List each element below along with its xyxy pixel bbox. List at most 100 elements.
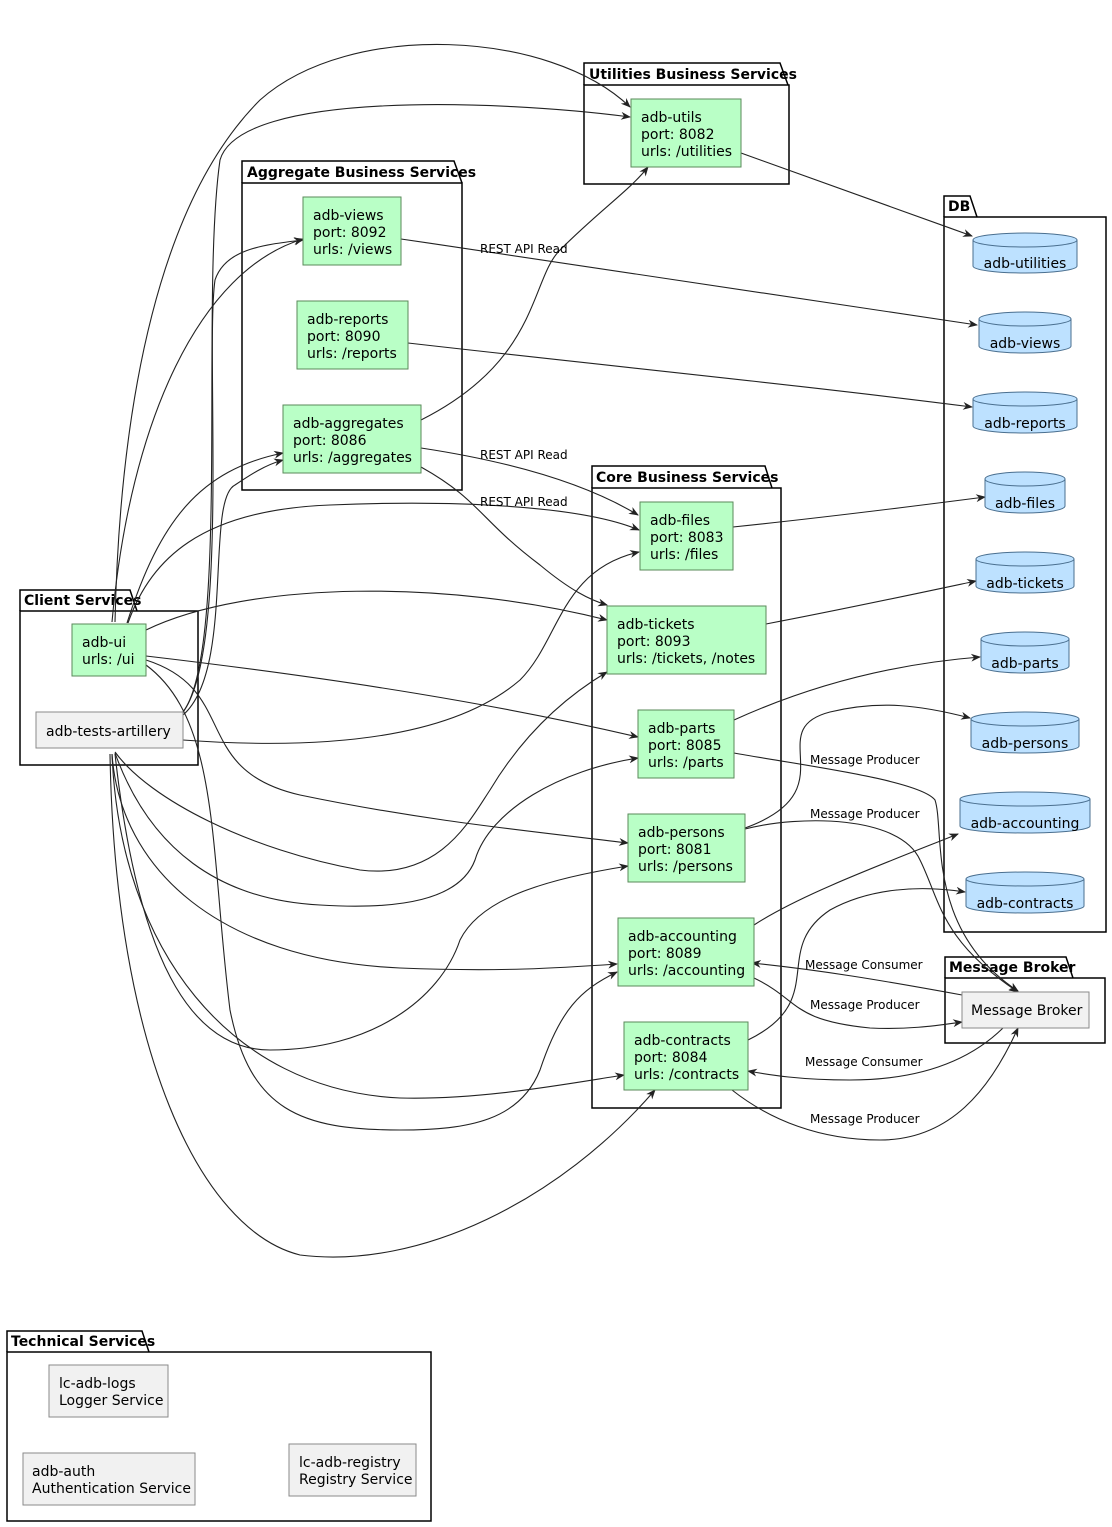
edge-artillery-contracts	[111, 753, 625, 1099]
node-contracts-line-1: adb-contracts	[634, 1033, 731, 1049]
edge-ui-tickets	[145, 590, 608, 631]
edge-persons-broker	[744, 820, 1019, 993]
edge-ui-contracts	[109, 753, 656, 1258]
edge-label-producer-persons: Message Producer	[810, 807, 920, 821]
db-utilities[interactable]: adb-utilities	[972, 232, 1078, 274]
db-reports-label: adb-reports	[984, 416, 1065, 432]
node-ui[interactable]: adb-ui urls: /ui	[71, 623, 147, 677]
node-logs-line-1: lc-adb-logs	[59, 1376, 136, 1392]
node-artillery-line-1: adb-tests-artillery	[46, 724, 171, 740]
edge-tickets-db	[765, 578, 977, 625]
package-core-title: Core Business Services	[596, 470, 778, 486]
edge-parts-broker	[733, 752, 1019, 992]
edge-artillery-views	[182, 237, 304, 713]
edge-parts-db	[733, 653, 981, 721]
db-persons[interactable]: adb-persons	[970, 711, 1080, 754]
node-views-line-3: urls: /views	[313, 242, 392, 258]
node-auth-line-2: Authentication Service	[32, 1481, 191, 1497]
node-reports[interactable]: adb-reports port: 8090 urls: /reports	[296, 300, 409, 370]
db-accounting[interactable]: adb-accounting	[959, 791, 1091, 834]
node-utils-line-3: urls: /utilities	[641, 144, 732, 160]
db-files-label: adb-files	[995, 496, 1055, 512]
db-contracts[interactable]: adb-contracts	[965, 871, 1085, 914]
node-registry[interactable]: lc-adb-registry Registry Service	[288, 1443, 417, 1497]
node-accounting[interactable]: adb-accounting port: 8089 urls: /account…	[617, 917, 755, 987]
node-persons[interactable]: adb-persons port: 8081 urls: /persons	[627, 813, 746, 883]
node-files-line-3: urls: /files	[650, 547, 718, 563]
package-technical-title: Technical Services	[11, 1334, 155, 1350]
edge-views-db	[400, 238, 978, 328]
edge-files-db	[732, 494, 986, 528]
edge-artillery-files	[182, 550, 640, 744]
edge-accounting-db	[753, 833, 959, 926]
node-broker[interactable]: Message Broker	[961, 991, 1090, 1029]
node-utils[interactable]: adb-utils port: 8082 urls: /utilities	[630, 98, 742, 168]
node-aggregates-line-1: adb-aggregates	[293, 416, 404, 432]
edge-artillery-tickets	[114, 671, 608, 872]
db-reports[interactable]: adb-reports	[972, 391, 1078, 434]
edges	[109, 43, 1019, 1258]
edge-ui-files	[127, 502, 640, 624]
edge-label-consumer-contracts: Message Consumer	[805, 1055, 923, 1069]
edge-contracts-db	[747, 886, 966, 1041]
edge-label-rest-agg-tickets: REST API Read	[480, 495, 568, 509]
node-views-line-2: port: 8092	[313, 225, 387, 241]
edge-labels: REST API Read REST API Read REST API Rea…	[480, 242, 923, 1126]
node-artillery[interactable]: adb-tests-artillery	[35, 711, 184, 749]
node-files[interactable]: adb-files port: 8083 urls: /files	[639, 501, 734, 571]
edge-label-producer-parts: Message Producer	[810, 753, 920, 767]
edge-artillery-persons	[114, 753, 629, 1051]
db-tickets[interactable]: adb-tickets	[975, 551, 1075, 594]
node-parts[interactable]: adb-parts port: 8085 urls: /parts	[637, 709, 735, 779]
package-core: Core Business Services	[591, 465, 782, 1109]
db-contracts-label: adb-contracts	[977, 896, 1074, 912]
node-files-line-2: port: 8083	[650, 530, 724, 546]
edge-ui-aggregates	[126, 450, 284, 624]
db-files[interactable]: adb-files	[984, 471, 1066, 514]
node-accounting-line-1: adb-accounting	[628, 929, 737, 945]
node-accounting-line-2: port: 8089	[628, 946, 702, 962]
edge-label-rest-views: REST API Read	[480, 242, 568, 256]
edge-ui-accounting	[145, 664, 618, 1131]
node-logs-line-2: Logger Service	[59, 1393, 163, 1409]
node-tickets[interactable]: adb-tickets port: 8093 urls: /tickets, /…	[606, 605, 767, 675]
package-aggregate-title: Aggregate Business Services	[247, 165, 476, 181]
db-accounting-label: adb-accounting	[971, 816, 1080, 832]
node-persons-line-1: adb-persons	[638, 825, 725, 841]
node-tickets-line-2: port: 8093	[617, 634, 691, 650]
node-aggregates[interactable]: adb-aggregates port: 8086 urls: /aggrega…	[282, 404, 422, 474]
edge-label-producer-contracts: Message Producer	[810, 1112, 920, 1126]
edge-contracts-broker	[731, 1027, 1019, 1141]
edge-artillery-aggregates	[182, 458, 284, 716]
package-broker-title: Message Broker	[949, 960, 1076, 976]
node-files-line-1: adb-files	[650, 513, 710, 529]
db-views[interactable]: adb-views	[978, 311, 1072, 354]
db-parts[interactable]: adb-parts	[980, 631, 1070, 674]
package-client-title: Client Services	[24, 593, 141, 609]
edge-reports-db	[407, 342, 973, 410]
db-utilities-label: adb-utilities	[984, 256, 1067, 272]
node-parts-line-3: urls: /parts	[648, 755, 724, 771]
node-contracts[interactable]: adb-contracts port: 8084 urls: /contract…	[623, 1021, 749, 1091]
node-auth[interactable]: adb-auth Authentication Service	[22, 1452, 196, 1506]
edge-label-producer-accounting: Message Producer	[810, 998, 920, 1012]
edge-artillery-parts	[114, 752, 639, 907]
node-accounting-line-3: urls: /accounting	[628, 963, 745, 979]
db-persons-label: adb-persons	[982, 736, 1069, 752]
edge-accounting-broker	[753, 977, 963, 1029]
node-aggregates-line-3: urls: /aggregates	[293, 450, 412, 466]
node-logs[interactable]: lc-adb-logs Logger Service	[48, 1364, 169, 1418]
node-reports-line-1: adb-reports	[307, 312, 388, 328]
node-contracts-line-3: urls: /contracts	[634, 1067, 739, 1083]
edge-ui-persons	[145, 659, 629, 846]
edge-broker-contracts	[747, 1027, 1004, 1081]
node-persons-line-3: urls: /persons	[638, 859, 733, 875]
edge-broker-accounting	[751, 959, 963, 996]
edge-aggregates-utils	[420, 166, 649, 421]
node-aggregates-line-2: port: 8086	[293, 433, 367, 449]
node-tickets-line-1: adb-tickets	[617, 617, 695, 633]
edge-aggregates-tickets	[420, 466, 608, 607]
node-views[interactable]: adb-views port: 8092 urls: /views	[302, 196, 402, 266]
edge-label-consumer-accounting: Message Consumer	[805, 958, 923, 972]
node-ui-line-1: adb-ui	[82, 635, 126, 651]
